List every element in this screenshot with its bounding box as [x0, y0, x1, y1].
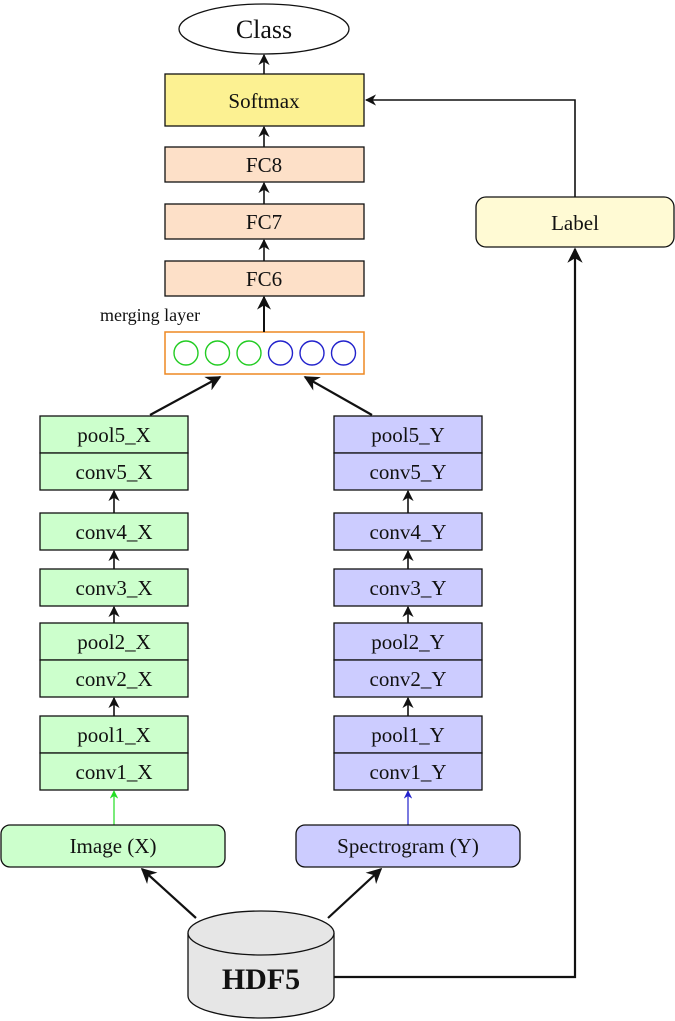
edge-label-softmax	[364, 94, 576, 197]
layer-cell	[333, 659, 483, 698]
label-node: Label	[475, 196, 675, 248]
fc7-node: FC7	[164, 203, 365, 240]
layer-cell	[333, 568, 483, 607]
fc6-node: FC6	[164, 260, 365, 297]
layer-label: pool1_Y	[371, 723, 445, 747]
layer-label: conv5_Y	[370, 460, 447, 484]
fc6-label: FC6	[246, 267, 282, 291]
layer-label: conv3_X	[76, 576, 153, 600]
layer-cell	[39, 452, 189, 491]
edge-pool5y-merge	[303, 376, 373, 416]
softmax-node: Softmax	[164, 73, 365, 127]
layer-block: conv4_X	[39, 512, 189, 551]
merge-neuron-y	[267, 340, 294, 366]
merge-neuron-y	[299, 340, 325, 366]
merge-neuron-y	[330, 340, 357, 366]
layer-block: pool5_Y conv5_Y	[333, 415, 483, 491]
fc8-node: FC8	[164, 146, 365, 183]
spectrogram-input-label: Spectrogram (Y)	[337, 834, 479, 858]
layer-block: pool5_X conv5_X	[39, 415, 189, 491]
layer-block: conv3_Y	[333, 568, 483, 607]
stream-x: pool5_X conv5_X conv4_X conv3_X pool2_X conv2…	[39, 415, 189, 825]
layer-cell	[333, 512, 483, 551]
layer-label: conv1_X	[76, 760, 153, 784]
layer-cell	[333, 715, 483, 754]
spectrogram-input-node: Spectrogram (Y)	[295, 824, 521, 868]
edge-hdf5-label	[334, 247, 583, 979]
edge-hdf5-spectrogram	[327, 867, 383, 919]
layer-block: pool1_X conv1_X	[39, 715, 189, 791]
merging-layer-caption: merging layer	[100, 305, 200, 325]
layer-block: pool2_X conv2_X	[39, 622, 189, 698]
layer-label: conv2_Y	[370, 667, 447, 691]
image-input-label: Image (X)	[70, 834, 157, 858]
layer-label: conv4_X	[76, 520, 153, 544]
layer-block: conv4_Y	[333, 512, 483, 551]
layer-block: pool1_Y conv1_Y	[333, 715, 483, 791]
layer-cell	[333, 415, 483, 454]
image-input-node: Image (X)	[0, 824, 226, 868]
edges	[140, 53, 583, 979]
edge-hdf5-image	[140, 867, 197, 919]
layer-block: pool2_Y conv2_Y	[333, 622, 483, 698]
layer-cell	[39, 752, 189, 791]
hdf5-label: HDF5	[222, 963, 300, 996]
layer-cell	[39, 622, 189, 661]
layer-label: pool2_X	[77, 630, 151, 654]
fc8-label: FC8	[246, 153, 282, 177]
layer-label: conv2_X	[76, 667, 153, 691]
edge-pool5x-merge	[149, 376, 222, 416]
class-label: Class	[236, 15, 292, 44]
layer-label: pool5_Y	[371, 423, 445, 447]
merge-neuron-x	[204, 340, 231, 366]
stream-y: pool5_Y conv5_Y conv4_Y conv3_Y pool2_Y conv2…	[333, 415, 483, 825]
layer-label: pool1_X	[77, 723, 151, 747]
layer-label: conv3_Y	[370, 576, 447, 600]
merging-layer	[164, 331, 365, 375]
hdf5-database-node: HDF5	[187, 910, 335, 1019]
layer-cell	[333, 622, 483, 661]
layer-cell	[333, 452, 483, 491]
merge-neuron-x	[236, 340, 262, 366]
layer-label: conv1_Y	[370, 760, 447, 784]
layer-label: conv4_Y	[370, 520, 447, 544]
class-output-node: Class	[178, 3, 350, 55]
label-node-text: Label	[551, 211, 599, 235]
softmax-label: Softmax	[228, 89, 300, 113]
layer-cell	[333, 752, 483, 791]
layer-label: pool2_Y	[371, 630, 445, 654]
layer-block: conv3_X	[39, 568, 189, 607]
merge-neuron-x	[173, 340, 199, 366]
layer-label: conv5_X	[76, 460, 153, 484]
layer-label: pool5_X	[77, 423, 151, 447]
layer-cell	[39, 415, 189, 454]
fc7-label: FC7	[246, 210, 282, 234]
layer-cell	[39, 715, 189, 754]
